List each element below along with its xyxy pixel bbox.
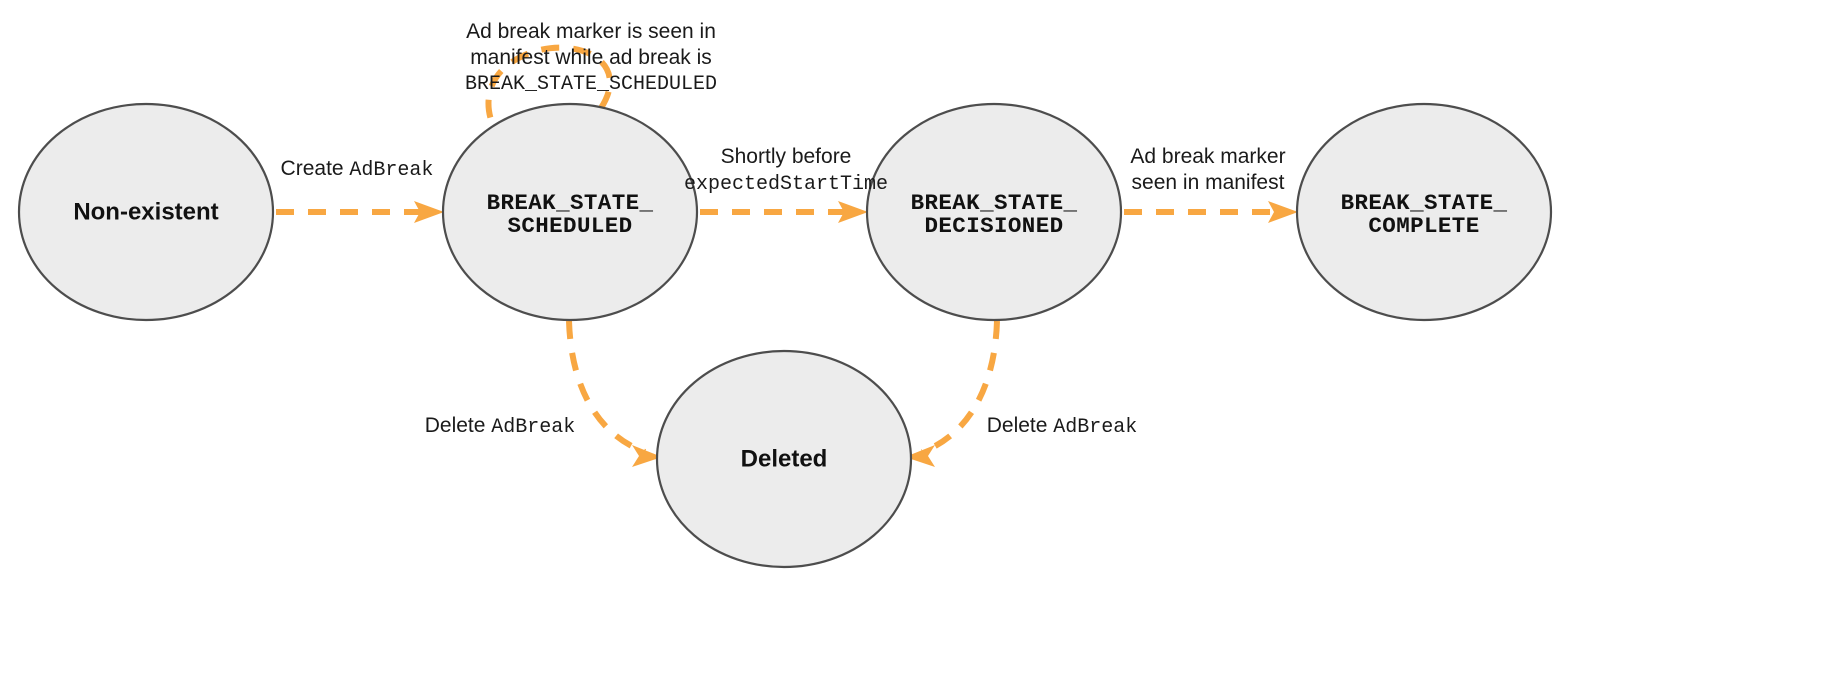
node-non-existent-shape (17, 102, 275, 322)
node-break-state-complete-shape (1295, 102, 1553, 322)
edge-create-adbreak-arrowhead (414, 201, 444, 223)
edge-delete-from-decisioned-path (920, 320, 1000, 455)
node-break-state-decisioned-shape (865, 102, 1123, 322)
edge-delete-from-scheduled-path (566, 320, 647, 455)
node-break-state-complete[interactable]: BREAK_STATE_ COMPLETE (1295, 102, 1553, 322)
node-break-state-scheduled-shape (441, 102, 699, 322)
edge-delete-from-scheduled-arrowhead (632, 445, 662, 467)
edge-create-adbreak[interactable] (276, 201, 444, 223)
edge-shortly-before-expected-start-time[interactable] (700, 201, 868, 223)
node-non-existent[interactable]: Non-existent (17, 102, 275, 322)
node-break-state-complete-label-line1: BREAK_STATE_ (1341, 190, 1508, 216)
node-break-state-scheduled[interactable]: BREAK_STATE_ SCHEDULED (441, 102, 699, 322)
node-break-state-complete-label-line2: COMPLETE (1368, 213, 1479, 239)
node-break-state-decisioned-label-line2: DECISIONED (924, 213, 1063, 239)
edge-label-shortly-before-line2: expectedStartTime (684, 173, 888, 196)
node-non-existent-label: Non-existent (73, 198, 218, 225)
edge-label-scheduled-self-loop-line2: manifest while ad break is (470, 46, 712, 69)
edge-label-marker-seen-line2: seen in manifest (1132, 171, 1285, 194)
node-deleted[interactable]: Deleted (655, 349, 913, 569)
edge-label-delete-from-decisioned: Delete AdBreak (987, 414, 1138, 439)
edge-scheduled-self-loop-path (485, 44, 613, 145)
node-break-state-decisioned[interactable]: BREAK_STATE_ DECISIONED (865, 102, 1123, 322)
node-break-state-scheduled-label-line2: SCHEDULED (507, 213, 632, 239)
edge-label-delete-from-scheduled: Delete AdBreak (425, 414, 576, 439)
node-deleted-label: Deleted (741, 445, 828, 472)
edge-delete-adbreak-from-decisioned[interactable] (905, 320, 1000, 467)
edge-label-marker-seen-line1: Ad break marker (1130, 145, 1285, 168)
node-break-state-decisioned-label-line1: BREAK_STATE_ (911, 190, 1078, 216)
edge-label-scheduled-self-loop-line3: BREAK_STATE_SCHEDULED (465, 73, 717, 96)
edge-delete-adbreak-from-scheduled[interactable] (566, 320, 662, 467)
node-deleted-shape (655, 349, 913, 569)
edge-label-scheduled-self-loop-line1: Ad break marker is seen in (466, 20, 716, 43)
edge-label-create-adbreak: Create AdBreak (281, 157, 434, 182)
edge-label-shortly-before-line1: Shortly before (721, 145, 852, 168)
edge-marker-seen-arrowhead (1268, 201, 1298, 223)
edge-delete-from-decisioned-arrowhead (905, 445, 935, 467)
node-break-state-scheduled-label-line1: BREAK_STATE_ (487, 190, 654, 216)
edge-ad-break-marker-seen-in-manifest[interactable] (1124, 201, 1298, 223)
edge-shortly-before-arrowhead (838, 201, 868, 223)
